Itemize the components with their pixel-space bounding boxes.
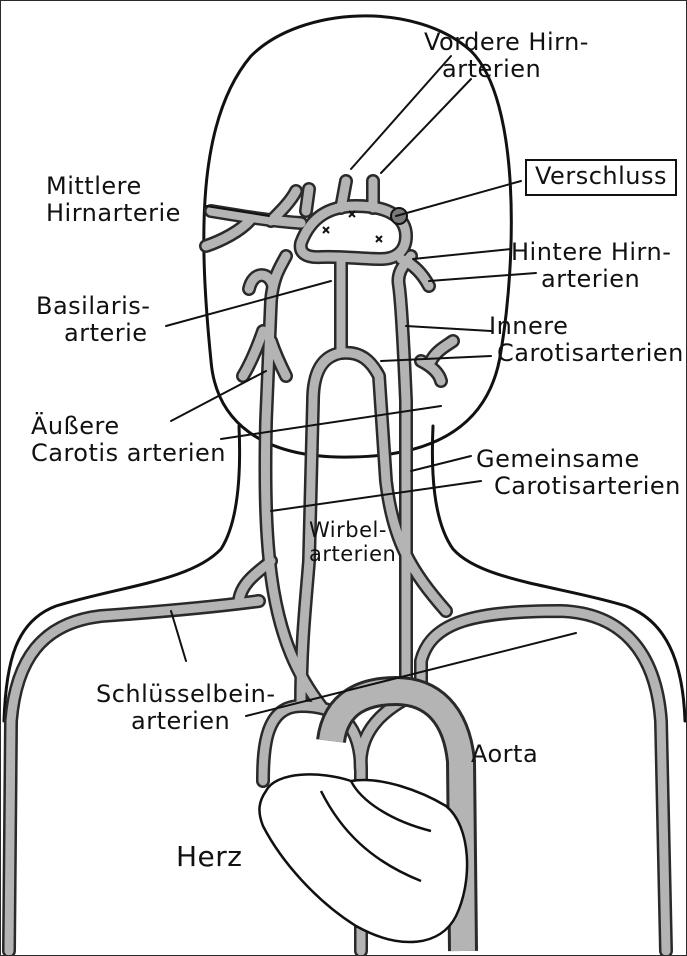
label-vordere-hirnarterien: Vordere Hirn- arterien	[424, 29, 589, 83]
label-verschluss: Verschluss	[525, 159, 677, 196]
heart-shape	[259, 774, 467, 942]
label-aorta: Aorta	[471, 741, 538, 768]
label-aeussere-carotisarterien: Äußere Carotis arterien	[31, 413, 226, 467]
label-mittlere-hirnarterie: Mittlere Hirnarterie	[46, 173, 181, 227]
label-innere-carotisarterien: Innere Carotisarterien	[489, 313, 684, 367]
label-hintere-hirnarterien: Hintere Hirn- arterien	[511, 239, 671, 293]
label-wirbelarterien: Wirbel- arterien	[309, 519, 396, 566]
body-outline-left	[4, 426, 240, 721]
label-gemeinsame-carotisarterien: Gemeinsame Carotisarterien	[476, 446, 681, 500]
label-herz: Herz	[176, 841, 243, 872]
label-schluesselbeinarterien: Schlüsselbein- arterien	[96, 681, 276, 735]
label-basilarisarterie: Basilaris- arterie	[36, 293, 150, 347]
